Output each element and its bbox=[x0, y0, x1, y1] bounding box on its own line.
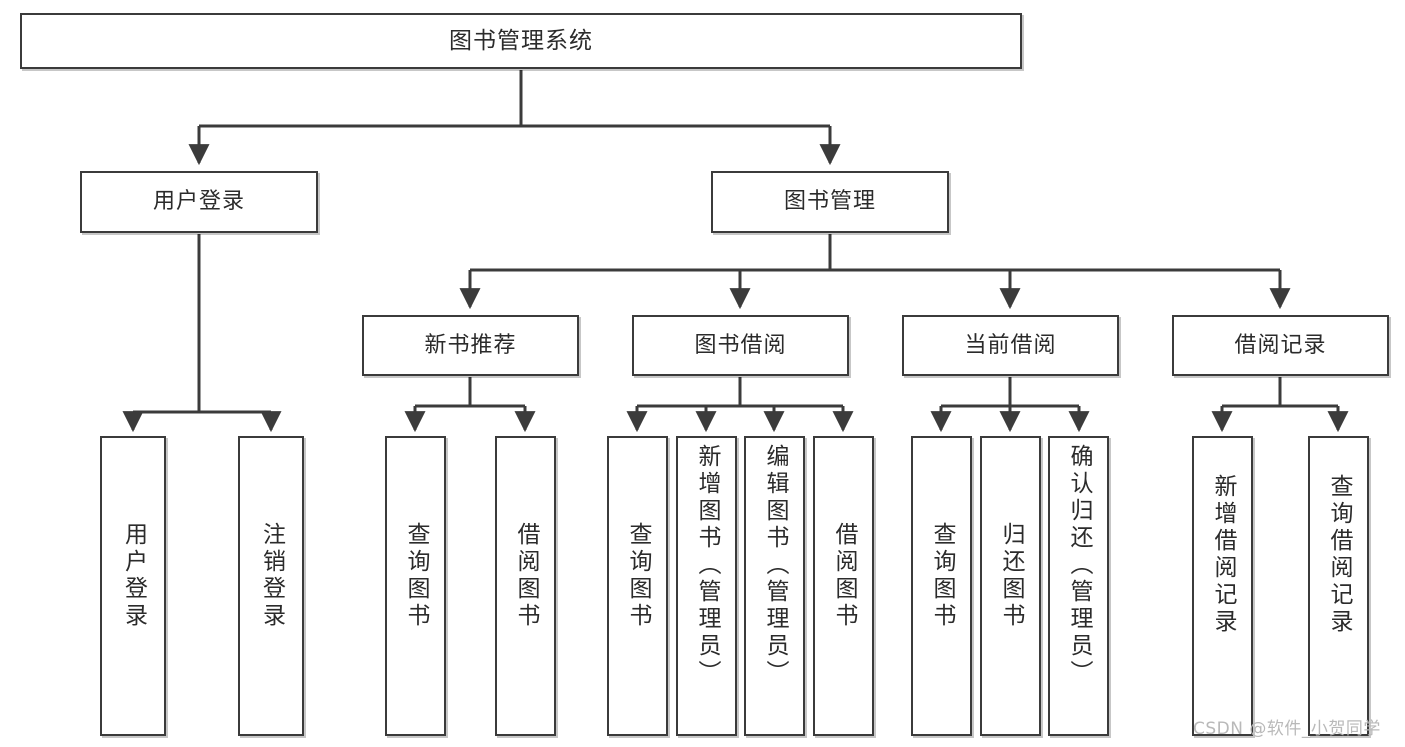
node-root[interactable]: 图书管理系统 bbox=[20, 13, 1022, 69]
csdn-watermark: CSDN @软件_小贺同学 bbox=[1193, 719, 1381, 739]
node-leaf-confirm-return-label: 确认归还（管理员） bbox=[1066, 444, 1092, 687]
node-leaf-confirm-return[interactable]: 确认归还（管理员） bbox=[1048, 436, 1109, 736]
node-book-manage-label: 图书管理 bbox=[783, 189, 876, 215]
node-leaf-query-record[interactable]: 查询借阅记录 bbox=[1308, 436, 1369, 736]
node-leaf-query-book-1[interactable]: 查询图书 bbox=[385, 436, 446, 736]
node-leaf-logout[interactable]: 注销登录 bbox=[238, 436, 304, 736]
node-leaf-edit-book-label: 编辑图书（管理员） bbox=[762, 444, 788, 687]
node-new-book-recommend-label: 新书推荐 bbox=[424, 332, 517, 358]
node-borrow-record[interactable]: 借阅记录 bbox=[1172, 315, 1389, 376]
node-leaf-query-book-2[interactable]: 查询图书 bbox=[607, 436, 668, 736]
node-leaf-borrow-book-2-label: 借阅图书 bbox=[831, 522, 857, 630]
node-leaf-return-book-label: 归还图书 bbox=[998, 522, 1024, 630]
node-user-login[interactable]: 用户登录 bbox=[80, 171, 318, 233]
node-root-label: 图书管理系统 bbox=[449, 27, 593, 54]
node-leaf-add-record[interactable]: 新增借阅记录 bbox=[1192, 436, 1253, 736]
node-leaf-user-login-label: 用户登录 bbox=[120, 522, 147, 630]
node-leaf-query-book-1-label: 查询图书 bbox=[403, 522, 429, 630]
node-current-borrow[interactable]: 当前借阅 bbox=[902, 315, 1119, 376]
node-leaf-borrow-book-2[interactable]: 借阅图书 bbox=[813, 436, 874, 736]
node-leaf-edit-book[interactable]: 编辑图书（管理员） bbox=[744, 436, 805, 736]
node-leaf-user-login[interactable]: 用户登录 bbox=[100, 436, 166, 736]
node-leaf-return-book[interactable]: 归还图书 bbox=[980, 436, 1041, 736]
node-leaf-query-book-2-label: 查询图书 bbox=[625, 522, 651, 630]
node-book-borrow-label: 图书借阅 bbox=[694, 332, 787, 358]
node-leaf-add-book[interactable]: 新增图书（管理员） bbox=[676, 436, 737, 736]
node-leaf-add-record-label: 新增借阅记录 bbox=[1210, 474, 1236, 636]
node-new-book-recommend[interactable]: 新书推荐 bbox=[362, 315, 579, 376]
node-leaf-add-book-label: 新增图书（管理员） bbox=[694, 444, 720, 687]
node-leaf-query-record-label: 查询借阅记录 bbox=[1326, 474, 1352, 636]
node-borrow-record-label: 借阅记录 bbox=[1234, 332, 1327, 358]
node-leaf-query-book-3[interactable]: 查询图书 bbox=[911, 436, 972, 736]
node-leaf-borrow-book-1-label: 借阅图书 bbox=[513, 522, 539, 630]
node-leaf-borrow-book-1[interactable]: 借阅图书 bbox=[495, 436, 556, 736]
node-book-manage[interactable]: 图书管理 bbox=[711, 171, 949, 233]
node-leaf-logout-label: 注销登录 bbox=[258, 522, 285, 630]
node-leaf-query-book-3-label: 查询图书 bbox=[929, 522, 955, 630]
node-user-login-label: 用户登录 bbox=[152, 189, 245, 215]
node-current-borrow-label: 当前借阅 bbox=[964, 332, 1057, 358]
node-book-borrow[interactable]: 图书借阅 bbox=[632, 315, 849, 376]
